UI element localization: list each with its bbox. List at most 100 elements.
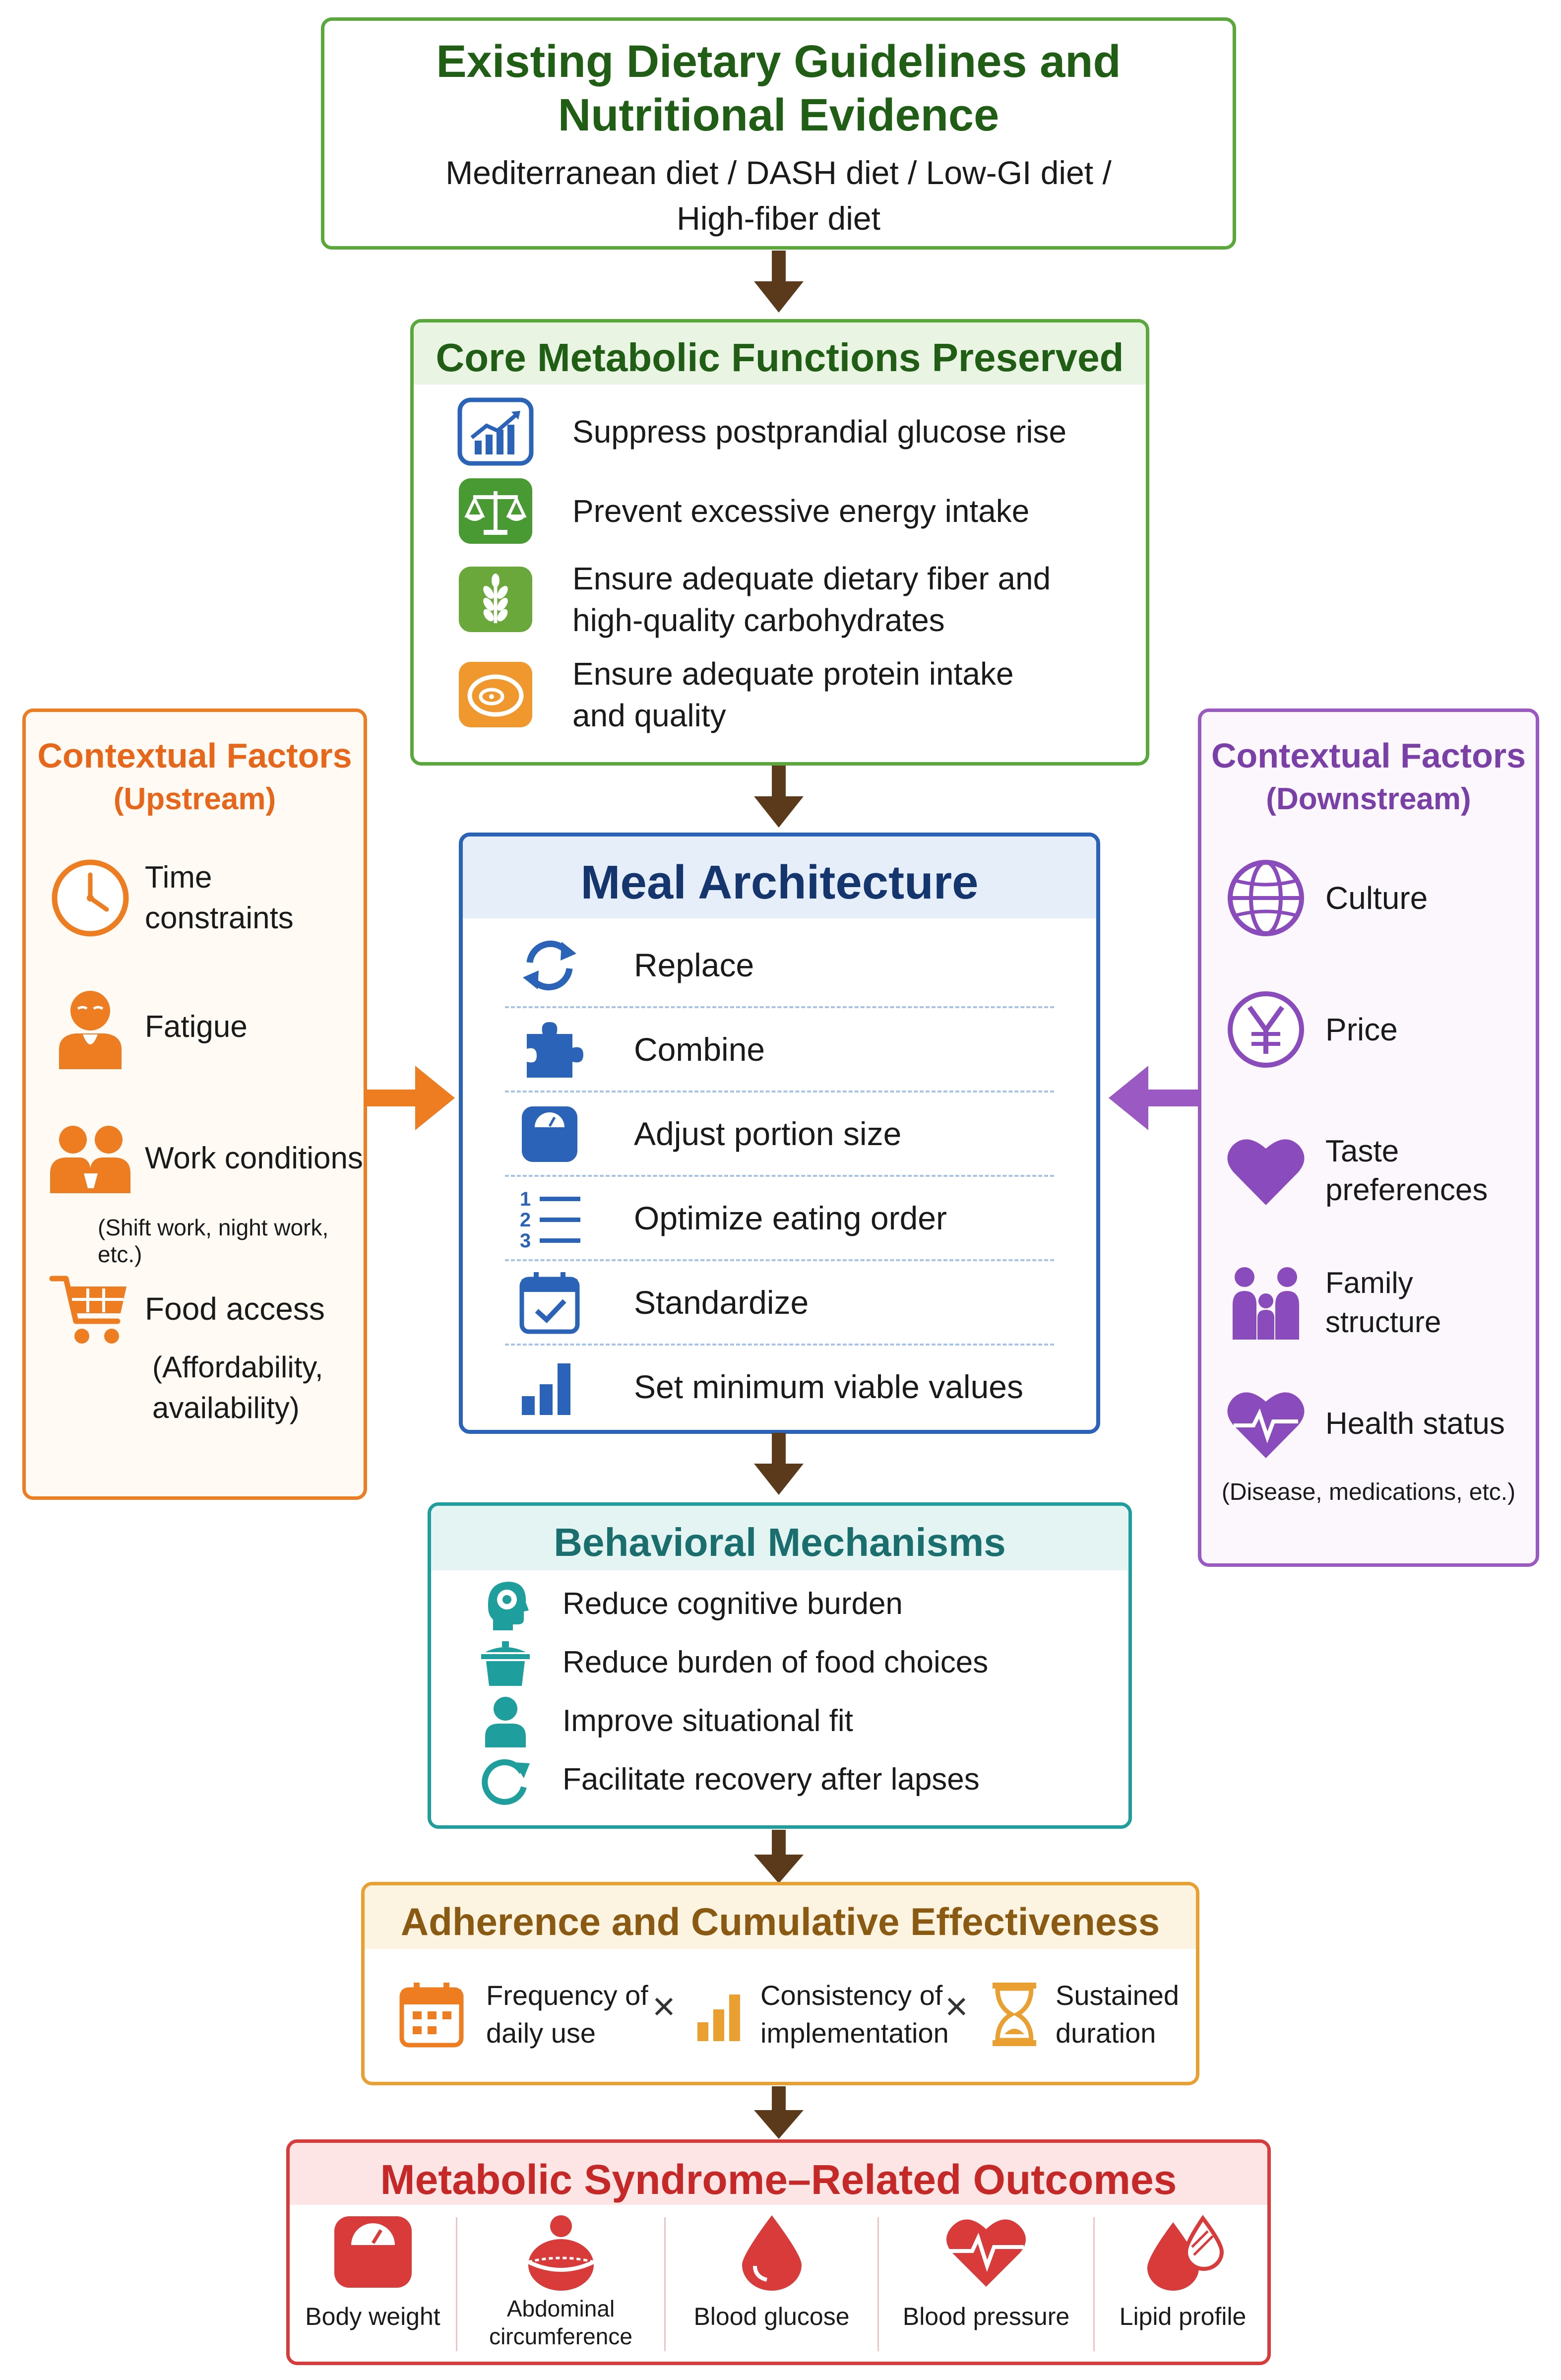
globe-icon	[1224, 856, 1308, 940]
core-item-fiber: Ensure adequate dietary fiber and high-q…	[453, 555, 1051, 644]
outcome-body-weight-label: Body weight	[305, 2303, 440, 2330]
outcome-blood-glucose: Blood glucose	[666, 2212, 877, 2331]
adherence-item-consistency-line1: Consistency of	[760, 1980, 943, 2011]
upstream-item-time-text: Time constraints	[145, 860, 294, 935]
upstream-item-work-note: (Shift work, night work, etc.)	[98, 1215, 329, 1267]
downstream-item-family-text: Family structure	[1325, 1266, 1441, 1339]
behavioral-item-fit-text: Improve situational fit	[562, 1703, 853, 1738]
downstream-item-culture: Culture	[1224, 856, 1428, 940]
lipid-drops-icon	[1138, 2212, 1228, 2292]
wheat-icon	[453, 565, 538, 634]
svg-text:3: 3	[520, 1230, 531, 1252]
outcomes-title: Metabolic Syndrome–Related Outcomes	[380, 2156, 1177, 2203]
core-functions-box: Core Metabolic Functions Preserved Suppr…	[410, 319, 1149, 766]
outcome-lipid-profile: Lipid profile	[1095, 2212, 1267, 2331]
behavioral-item-choices-text: Reduce burden of food choices	[562, 1645, 989, 1679]
numbered-list-icon: 1 2 3	[512, 1184, 587, 1253]
core-item-fiber-line1: Ensure adequate dietary fiber and	[572, 561, 1051, 596]
person-icon	[476, 1694, 535, 1748]
upstream-item-fatigue-text: Fatigue	[145, 1010, 248, 1044]
guidelines-subtitle-line2: High-fiber diet	[677, 200, 880, 237]
clock-icon	[48, 856, 132, 940]
upstream-subtitle: (Upstream)	[113, 782, 276, 816]
adherence-title: Adherence and Cumulative Effectiveness	[400, 1900, 1160, 1943]
shopping-cart-icon	[48, 1267, 132, 1351]
guidelines-box: Existing Dietary Guidelines and Nutritio…	[321, 17, 1236, 250]
core-item-glucose-text: Suppress postprandial glucose rise	[572, 413, 1067, 450]
meal-item-minimum-text: Set minimum viable values	[634, 1368, 1023, 1406]
adherence-item-consistency: Consistency of implementation	[692, 1970, 949, 2059]
downstream-item-family: Family structure	[1224, 1260, 1536, 1345]
abdomen-icon	[516, 2212, 606, 2292]
family-icon	[1224, 1260, 1308, 1345]
core-item-glucose: Suppress postprandial glucose rise	[453, 397, 1066, 466]
downstream-item-taste-line1: Taste	[1325, 1134, 1399, 1168]
adherence-item-frequency-text: Frequency of daily use	[486, 1977, 648, 2052]
meal-item-replace: Replace	[512, 928, 754, 1003]
upstream-item-work: Work conditions	[48, 1119, 363, 1198]
balance-scale-icon	[453, 476, 538, 546]
outcome-body-weight: Body weight	[290, 2212, 456, 2331]
refresh-icon	[512, 931, 587, 1000]
svg-text:1: 1	[520, 1188, 531, 1210]
calendar-icon	[394, 1980, 469, 2049]
behavioral-mechanisms-box: Behavioral Mechanisms Reduce cognitive b…	[428, 1502, 1132, 1829]
arrow-down-1	[754, 251, 804, 313]
meal-item-portion-text: Adjust portion size	[634, 1115, 902, 1153]
bar-chart-icon	[512, 1352, 587, 1422]
arrow-down-2	[754, 766, 804, 828]
behavioral-item-recovery-text: Facilitate recovery after lapses	[562, 1762, 980, 1797]
behavioral-title: Behavioral Mechanisms	[554, 1520, 1006, 1564]
behavioral-item-cognitive-text: Reduce cognitive burden	[562, 1586, 903, 1621]
outcomes-box: Metabolic Syndrome–Related Outcomes Body…	[286, 2139, 1271, 2365]
meal-title: Meal Architecture	[580, 856, 979, 909]
adherence-item-consistency-line2: implementation	[760, 2017, 949, 2049]
meal-item-replace-text: Replace	[634, 947, 754, 984]
adherence-item-frequency-line1: Frequency of	[486, 1980, 648, 2011]
core-item-protein-line1: Ensure adequate protein intake	[572, 656, 1014, 692]
outcome-abdominal: Abdominal circumference	[457, 2212, 664, 2350]
outcome-blood-pressure-label: Blood pressure	[902, 2303, 1070, 2330]
workers-icon	[48, 1119, 132, 1198]
downstream-item-culture-text: Culture	[1325, 880, 1428, 916]
core-item-protein: Ensure adequate protein intake and quali…	[453, 650, 1014, 739]
outcome-abdominal-line1: Abdominal	[506, 2296, 615, 2321]
upstream-title: Contextual Factors	[37, 736, 352, 775]
outcome-lipid-profile-label: Lipid profile	[1119, 2303, 1247, 2330]
upstream-item-food-note-line1: (Affordability,	[152, 1351, 323, 1384]
behavioral-item-recovery: Facilitate recovery after lapses	[476, 1751, 980, 1808]
downstream-item-health: Health status	[1224, 1382, 1505, 1466]
upstream-item-food-access-text: Food access	[145, 1290, 325, 1327]
meal-item-standardize: Standardize	[512, 1266, 809, 1340]
arrow-down-3	[754, 1433, 804, 1495]
core-item-energy-text: Prevent excessive energy intake	[572, 493, 1030, 529]
core-item-label: Suppress postprandial glucose rise	[572, 411, 1066, 452]
upstream-item-food-note-line2: availability)	[152, 1391, 300, 1424]
behavioral-item-cognitive: Reduce cognitive burden	[476, 1575, 903, 1632]
downstream-subtitle: (Downstream)	[1266, 782, 1471, 816]
downstream-item-taste-line2: preferences	[1325, 1173, 1488, 1207]
downstream-factors-box: Contextual Factors (Downstream) Culture …	[1198, 708, 1539, 1567]
upstream-item-work-text: Work conditions	[145, 1141, 363, 1176]
bar-chart-icon	[692, 1985, 747, 2044]
outcome-blood-pressure: Blood pressure	[879, 2212, 1093, 2331]
meal-item-combine: Combine	[512, 1013, 765, 1087]
guidelines-title-line2: Nutritional Evidence	[558, 90, 999, 140]
guidelines-title-line1: Existing Dietary Guidelines and	[436, 36, 1121, 87]
yen-icon	[1224, 987, 1308, 1072]
arrow-left-downstream	[1109, 1066, 1200, 1130]
adherence-item-duration-line1: Sustained	[1056, 1980, 1180, 2011]
core-title: Core Metabolic Functions Preserved	[436, 335, 1124, 380]
svg-text:2: 2	[520, 1209, 531, 1231]
meal-item-combine-text: Combine	[634, 1031, 765, 1068]
heartbeat-icon	[1224, 1382, 1308, 1466]
head-brain-icon	[476, 1577, 535, 1631]
multiply-operator-1: ×	[652, 1984, 676, 2028]
downstream-item-taste-text: Taste preferences	[1325, 1132, 1488, 1210]
adherence-item-consistency-text: Consistency of implementation	[760, 1977, 949, 2052]
upstream-factors-box: Contextual Factors (Upstream) Time const…	[22, 708, 367, 1500]
core-item-protein-text: Ensure adequate protein intake and quali…	[572, 653, 1014, 736]
meal-item-minimum: Set minimum viable values	[512, 1350, 1023, 1424]
tired-person-icon	[48, 980, 132, 1074]
core-item-energy: Prevent excessive energy intake	[453, 476, 1029, 546]
